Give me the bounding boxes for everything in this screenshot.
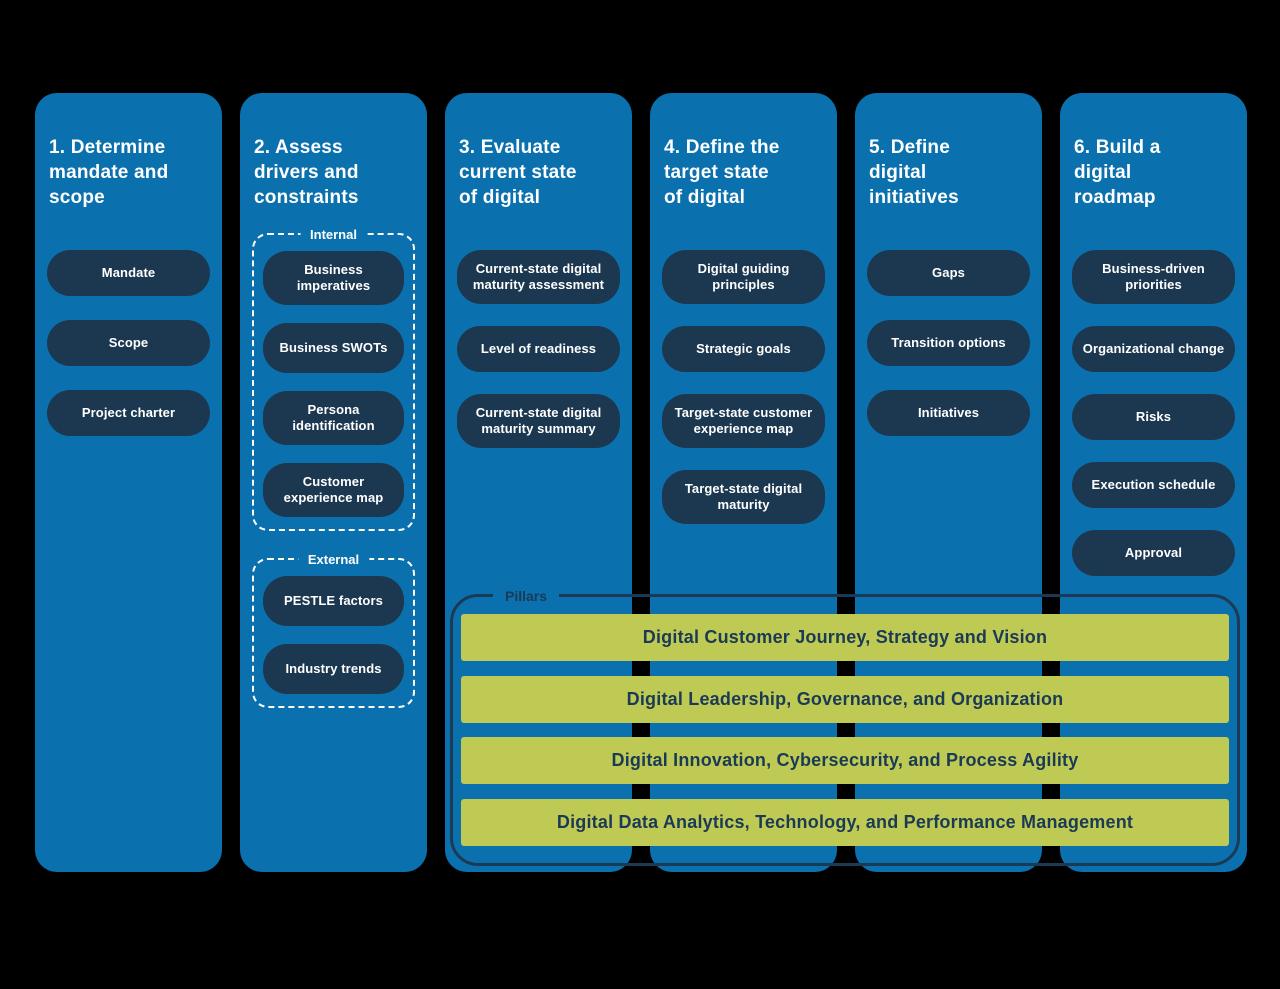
column-title: 4. Define the target state of digital [664,137,780,208]
pill-initiatives: Initiatives [867,390,1030,436]
pill-digital-guiding-principles: Digital guiding principles [662,250,825,304]
pill-level-of-readiness: Level of readiness [457,326,620,372]
external-group-label: External [297,550,370,569]
pill-risks: Risks [1072,394,1235,440]
pillar-bar-list: Digital Customer Journey, Strategy and V… [461,614,1229,846]
pill-list: Business-driven priorities Organizationa… [1072,250,1235,576]
pill-list: Mandate Scope Project charter [47,250,210,436]
pill-industry-trends: Industry trends [263,644,404,694]
bar-innovation-cybersecurity: Digital Innovation, Cybersecurity, and P… [461,737,1229,785]
pill-persona-identification: Persona identification [263,391,404,445]
column-title: 5. Define digital initiatives [869,137,959,208]
pillars-label: Pillars [493,586,560,606]
bar-data-analytics: Digital Data Analytics, Technology, and … [461,798,1229,846]
pill-target-state-customer-experience-map: Target-state customer experience map [662,394,825,448]
pill-target-state-digital-maturity: Target-state digital maturity [662,470,825,524]
pill-list: Digital guiding principles Strategic goa… [662,250,825,524]
bar-leadership-governance: Digital Leadership, Governance, and Orga… [461,675,1229,723]
column-title: 1. Determine mandate and scope [49,137,169,208]
column-title: 3. Evaluate current state of digital [459,137,577,208]
pill-gaps: Gaps [867,250,1030,296]
bar-customer-journey: Digital Customer Journey, Strategy and V… [461,614,1229,661]
pill-strategic-goals: Strategic goals [662,326,825,372]
pillars-box: Pillars Digital Customer Journey, Strate… [450,586,1240,866]
column-title: 2. Assess drivers and constraints [254,137,359,208]
pill-current-state-maturity-summary: Current-state digital maturity summary [457,394,620,448]
internal-group-label: Internal [300,225,367,244]
external-group: External PESTLE factors Industry trends [252,550,415,708]
internal-group: Internal Business imperatives Business S… [252,225,415,531]
pill-mandate: Mandate [47,250,210,296]
pill-business-imperatives: Business imperatives [263,251,404,305]
column-assess-drivers: 2. Assess drivers and constraints Intern… [240,93,427,872]
column-determine-mandate: 1. Determine mandate and scope Mandate S… [35,93,222,872]
pill-customer-experience-map: Customer experience map [263,463,404,517]
pill-transition-options: Transition options [867,320,1030,366]
pill-approval: Approval [1072,530,1235,576]
pill-list: Gaps Transition options Initiatives [867,250,1030,436]
pill-pestle-factors: PESTLE factors [263,576,404,626]
pill-current-state-maturity-assessment: Current-state digital maturity assessmen… [457,250,620,304]
pill-scope: Scope [47,320,210,366]
pill-list: Current-state digital maturity assessmen… [457,250,620,448]
pill-project-charter: Project charter [47,390,210,436]
column-title: 6. Build a digital roadmap [1074,137,1161,208]
pill-organizational-change: Organizational change [1072,326,1235,372]
pill-business-driven-priorities: Business-driven priorities [1072,250,1235,304]
pill-execution-schedule: Execution schedule [1072,462,1235,508]
pill-business-swots: Business SWOTs [263,323,404,373]
